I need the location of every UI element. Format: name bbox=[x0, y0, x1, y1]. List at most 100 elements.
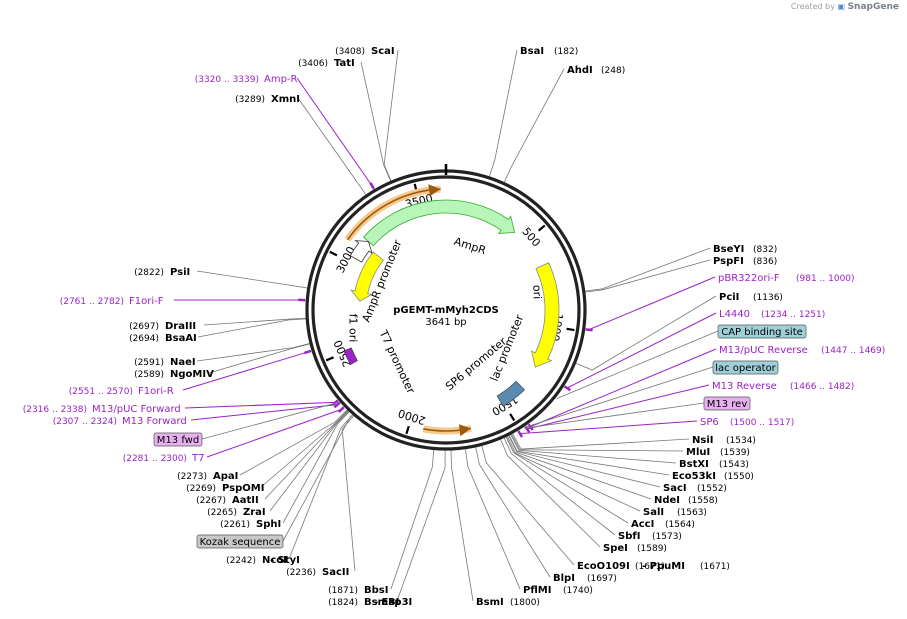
pflmi-leader bbox=[464, 448, 521, 590]
f1orif-primer-range: (2761 .. 2782) bbox=[60, 297, 124, 307]
m13puc_fwd-primer-label[interactable]: M13/pUC Forward bbox=[92, 404, 181, 415]
scai-site-position: (3408) bbox=[335, 47, 365, 57]
sbfi-site-position: (1573) bbox=[652, 532, 682, 542]
blpi-site-label[interactable]: BlpI bbox=[553, 573, 575, 584]
ampr-label: AmpR bbox=[452, 235, 488, 258]
l4440-primer-label[interactable]: L4440 bbox=[719, 309, 750, 320]
tick-2000 bbox=[405, 425, 410, 435]
nsii-site-label[interactable]: NsiI bbox=[692, 435, 713, 446]
zrai-site-label[interactable]: ZraI bbox=[243, 507, 266, 518]
tick-1000 bbox=[566, 327, 575, 332]
pflmi-site-label[interactable]: PflMI bbox=[523, 585, 551, 596]
esp3i-site-label[interactable]: - Esp3I bbox=[374, 597, 412, 608]
pspomi-site-label[interactable]: PspOMI bbox=[222, 483, 264, 494]
ngomiv-site-label[interactable]: NgoMIV bbox=[170, 369, 214, 380]
m13rev_p-primer-label[interactable]: M13 Reverse bbox=[712, 381, 777, 392]
spei-site-label[interactable]: SpeI bbox=[603, 543, 628, 554]
m13puc_rev-primer-label[interactable]: M13/pUC Reverse bbox=[719, 345, 808, 356]
ncoi-site-label[interactable]: NcoI bbox=[262, 555, 287, 566]
m13puc_fwd-primer-mark bbox=[331, 399, 339, 406]
ecoo109i-site-position: (1671) bbox=[635, 562, 665, 572]
draiii-site-label[interactable]: DraIII bbox=[165, 321, 196, 332]
apai-site-label[interactable]: ApaI bbox=[213, 471, 238, 482]
ahdi-site-label[interactable]: AhdI bbox=[567, 65, 593, 76]
ndei-leader bbox=[506, 435, 652, 500]
eco53ki-site-position: (1550) bbox=[724, 472, 754, 482]
ampr_p-primer-label[interactable]: Amp-R bbox=[264, 74, 298, 85]
pbr322-primer-range: (981 .. 1000) bbox=[796, 274, 855, 284]
credit-prefix: Created by bbox=[790, 2, 835, 11]
bsaai-leader bbox=[197, 318, 307, 338]
styi-site-label[interactable]: - StyI bbox=[270, 555, 300, 566]
backbone-inner-ring bbox=[311, 175, 581, 445]
ecoo109i-site-label[interactable]: EcoO109I bbox=[577, 561, 630, 572]
blpi-leader bbox=[475, 446, 551, 578]
bsaai-site-label[interactable]: BsaAI bbox=[165, 333, 197, 344]
bseyi-leader bbox=[584, 247, 711, 292]
bseyi-site-label[interactable]: BseYI bbox=[713, 244, 744, 255]
aatii-site-label[interactable]: AatII bbox=[232, 495, 259, 506]
pcii-site-label[interactable]: PciI bbox=[719, 292, 739, 303]
pspfi-site-label[interactable]: PspFI bbox=[713, 256, 744, 267]
acci-site-label[interactable]: AccI bbox=[631, 519, 654, 530]
sp6-primer-mark bbox=[517, 430, 524, 438]
ahdi-leader bbox=[503, 68, 565, 183]
ngomiv-site-position: (2589) bbox=[134, 370, 164, 380]
f1ori-feature[interactable] bbox=[350, 251, 384, 302]
bstxi-site-label[interactable]: BstXI bbox=[679, 459, 709, 470]
amprprom-feature[interactable] bbox=[349, 240, 373, 263]
bsmi-site-label[interactable]: BsmI bbox=[476, 597, 504, 608]
saci-site-label[interactable]: SacI bbox=[663, 483, 687, 494]
kozak-feature-box[interactable] bbox=[196, 534, 284, 549]
label-layer: ScaI(3408)TatI(3406)XmnI(3289)BsaI(182)A… bbox=[23, 46, 886, 608]
m13_fwd-primer-label[interactable]: M13 Forward bbox=[122, 416, 187, 427]
sacii-leader bbox=[341, 415, 356, 572]
psii-site-label[interactable]: PsiI bbox=[170, 267, 190, 278]
t7-primer-label[interactable]: T7 bbox=[191, 453, 204, 464]
ndei-site-label[interactable]: NdeI bbox=[654, 495, 680, 506]
sp6-primer-label[interactable]: SP6 bbox=[700, 417, 719, 428]
sali-site-label[interactable]: SalI bbox=[643, 507, 664, 518]
m13fwd_box-leader bbox=[201, 402, 339, 440]
pbr322-primer-label[interactable]: pBR322ori-F bbox=[718, 273, 780, 284]
bbsi-site-label[interactable]: BbsI bbox=[364, 585, 388, 596]
draiii-site-position: (2697) bbox=[129, 322, 159, 332]
mlui-site-label[interactable]: MluI bbox=[686, 447, 710, 458]
kozak-feature-label: Kozak sequence bbox=[200, 537, 281, 548]
eco53ki-site-label[interactable]: Eco53kI bbox=[672, 471, 716, 482]
m13rev-feature-box[interactable] bbox=[703, 396, 751, 411]
cap-feature-box[interactable] bbox=[717, 324, 807, 339]
bsai-site-label[interactable]: BsaI bbox=[520, 46, 544, 57]
sphi-site-label[interactable]: SphI bbox=[256, 519, 281, 530]
pspomi-site-position: (2269) bbox=[186, 484, 216, 494]
m13fwd-feature-box[interactable] bbox=[153, 432, 203, 447]
apai-leader bbox=[239, 409, 348, 476]
scai-site-label[interactable]: ScaI bbox=[371, 46, 395, 57]
lacop-feature-box[interactable] bbox=[712, 360, 779, 375]
pflmi-site-position: (1740) bbox=[563, 586, 593, 596]
naei-site-label[interactable]: NaeI bbox=[170, 357, 196, 368]
ampr-feature[interactable] bbox=[362, 199, 516, 247]
sbfi-site-label[interactable]: SbfI bbox=[618, 531, 640, 542]
sacii-site-label[interactable]: SacII bbox=[322, 567, 349, 578]
f1orir-primer-label[interactable]: F1ori-R bbox=[138, 386, 174, 397]
bsmbi-site-label[interactable]: BsmBI bbox=[364, 597, 399, 608]
xmni-site-label[interactable]: XmnI bbox=[271, 94, 300, 105]
kozak_box-leader bbox=[282, 415, 352, 542]
ori-feature[interactable] bbox=[531, 262, 560, 368]
psii-site-position: (2822) bbox=[134, 268, 164, 278]
tati-site-label[interactable]: TatI bbox=[334, 58, 355, 69]
ppumi-site-label[interactable]: - PpuMI bbox=[642, 561, 685, 572]
sali-site-position: (1563) bbox=[677, 508, 707, 518]
bsmbi-site-position: (1824) bbox=[328, 598, 358, 608]
f1orif-primer-label[interactable]: F1ori-F bbox=[129, 296, 164, 307]
f1ori-label: f1 ori bbox=[347, 314, 360, 343]
t7-primer-range: (2281 .. 2300) bbox=[123, 454, 187, 464]
m13rev_p-primer-range: (1466 .. 1482) bbox=[790, 382, 854, 392]
bstxi-leader bbox=[510, 434, 677, 464]
saci-site-position: (1552) bbox=[697, 484, 727, 494]
pbr322-primer-mark bbox=[585, 328, 593, 332]
f1orir-primer-range: (2551 .. 2570) bbox=[69, 387, 133, 397]
m13rev-feature-label: M13 rev bbox=[707, 399, 748, 410]
